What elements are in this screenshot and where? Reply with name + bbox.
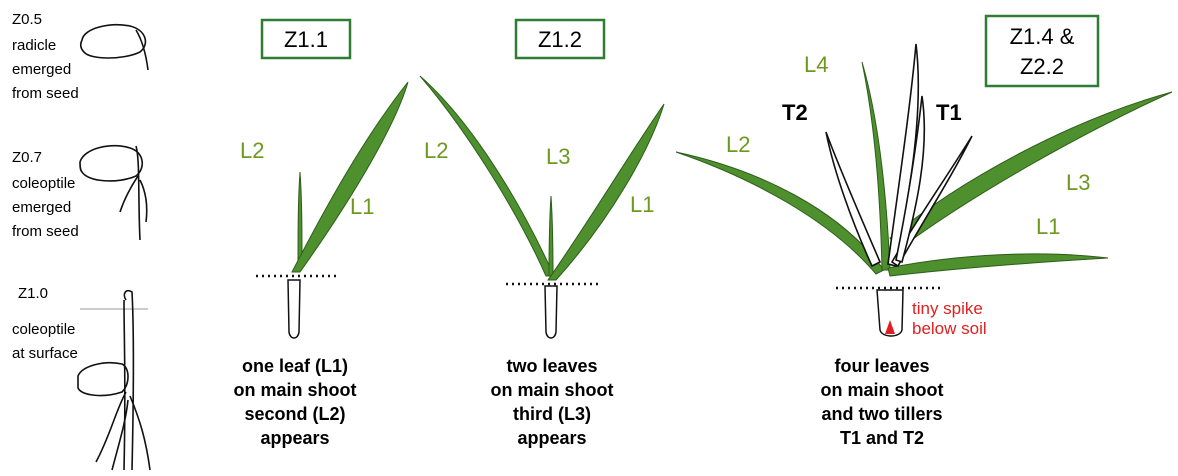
stage-desc-line: at surface <box>12 345 78 362</box>
stage-desc-line: radicle <box>12 37 56 54</box>
caption-line: and two tillers <box>821 404 942 424</box>
caption-line: on main shoot <box>234 380 357 400</box>
stem-base <box>545 286 557 338</box>
leaf-label-l1: L1 <box>350 194 374 219</box>
caption-line: T1 and T2 <box>840 428 924 448</box>
leaf-label-l2: L2 <box>240 138 264 163</box>
leaf-label-l1: L1 <box>630 192 654 217</box>
tiller-label-t2: T2 <box>782 100 808 125</box>
caption-line: on main shoot <box>491 380 614 400</box>
stage-z1-0: Z1.0 coleoptile at surface <box>12 285 150 470</box>
leaf-label-l3: L3 <box>546 144 570 169</box>
seed-coleoptile-drawing <box>80 146 147 240</box>
leaf-label-l2: L2 <box>726 132 750 157</box>
caption-line: on main shoot <box>821 380 944 400</box>
stage-label-line: Z1.4 & <box>1010 24 1075 49</box>
stage-label: Z1.1 <box>284 27 328 52</box>
stage-desc-line: coleoptile <box>12 321 75 338</box>
stage-z1-2: Z1.2 L2 L3 L1 two leaves on main shoot t… <box>420 20 664 448</box>
leaf-label-l3: L3 <box>1066 170 1090 195</box>
seed-radicle-drawing <box>81 25 148 70</box>
leaf-label-l1: L1 <box>1036 214 1060 239</box>
leaf-l3 <box>549 196 553 276</box>
leaf-l1 <box>292 82 408 272</box>
caption-line: second (L2) <box>244 404 345 424</box>
stage-z1-1: Z1.1 L2 L1 one leaf (L1) on main shoot s… <box>234 20 409 448</box>
stage-label: Z1.2 <box>538 27 582 52</box>
caption-line: one leaf (L1) <box>242 356 348 376</box>
stage-desc-line: from seed <box>12 85 79 102</box>
spike-note-line: below soil <box>912 319 987 338</box>
caption-line: four leaves <box>834 356 929 376</box>
stage-z0-7: Z0.7 coleoptile emerged from seed <box>12 146 147 240</box>
stage-desc-line: emerged <box>12 199 71 216</box>
leaf-label-l2: L2 <box>424 138 448 163</box>
stage-desc-line: emerged <box>12 61 71 78</box>
stem-base <box>288 280 300 338</box>
leaf-l3 <box>890 92 1172 250</box>
leaf-label-l4: L4 <box>804 52 828 77</box>
stage-desc-line: coleoptile <box>12 175 75 192</box>
tiller-label-t1: T1 <box>936 100 962 125</box>
seedling-coleoptile-drawing <box>78 291 150 470</box>
caption-line: appears <box>517 428 586 448</box>
stage-desc-line: from seed <box>12 223 79 240</box>
caption-line: third (L3) <box>513 404 591 424</box>
stage-z0-5: Z0.5 radicle emerged from seed <box>12 11 148 102</box>
stage-z1-4-z2-2: Z1.4 & Z2.2 L4 L2 L3 L1 T2 T1 tiny spike… <box>676 16 1172 448</box>
stage-label-line: Z2.2 <box>1020 54 1064 79</box>
stage-code: Z1.0 <box>18 285 48 302</box>
stage-code: Z0.5 <box>12 11 42 28</box>
leaf-l2 <box>420 76 554 276</box>
leaf-l1 <box>888 254 1108 276</box>
stage-code: Z0.7 <box>12 149 42 166</box>
caption-line: appears <box>260 428 329 448</box>
spike-note-line: tiny spike <box>912 299 983 318</box>
caption-line: two leaves <box>506 356 597 376</box>
